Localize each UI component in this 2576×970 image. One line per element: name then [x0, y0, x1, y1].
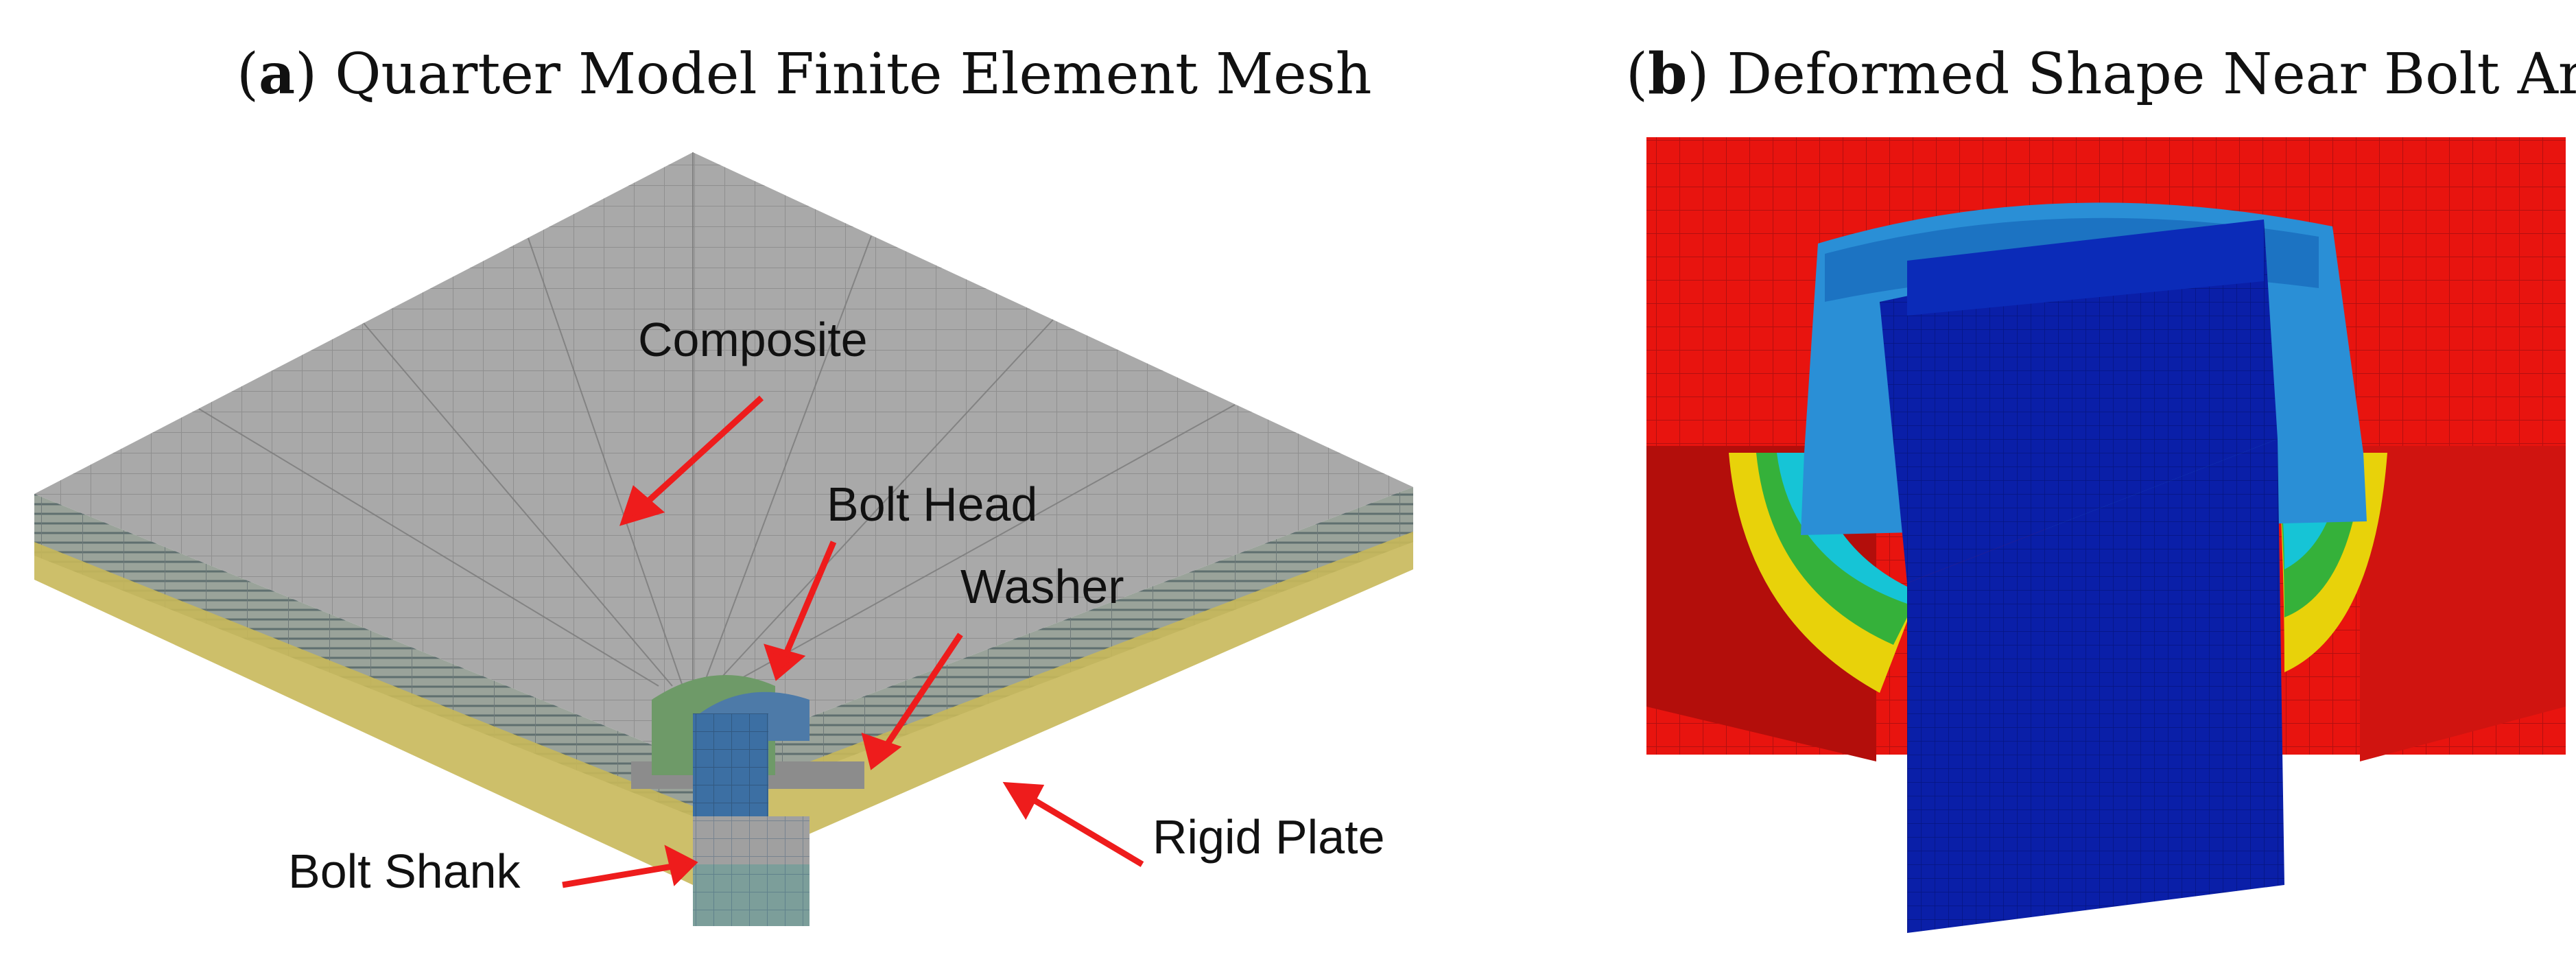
arrow-composite [642, 395, 764, 507]
arrow-rigid-plate [1027, 794, 1144, 867]
label-bolt-head: Bolt Head [827, 477, 1038, 531]
panel-b-contour-figure [1646, 137, 2566, 933]
rigid-plate-right [693, 532, 1413, 885]
contour-right-wall [2360, 446, 2566, 761]
arrow-bolt-shank [562, 863, 673, 888]
composite-left-side [34, 494, 693, 816]
arrow-bolt-head [782, 541, 837, 656]
label-bolt-shank: Bolt Shank [288, 844, 521, 898]
contour-bolt-cut-front [1907, 439, 2284, 933]
contour-bolt-cut-top [1880, 220, 2278, 583]
label-composite: Composite [638, 313, 868, 366]
panel-b-caption: (b) Deformed Shape Near Bolt Area [1626, 41, 2576, 107]
composite-right-side [693, 487, 1413, 816]
label-washer: Washer [960, 560, 1124, 613]
panel-b-title: Deformed Shape Near Bolt Area [1727, 42, 2576, 107]
panel-a-caption: (a) Quarter Model Finite Element Mesh [237, 41, 1372, 107]
panel-b-letter: b [1648, 41, 1688, 107]
rigid-plate-left [34, 542, 693, 885]
arrow-washer [882, 632, 963, 750]
panel-a-letter: a [259, 41, 296, 107]
panel-a-title: Quarter Model Finite Element Mesh [335, 42, 1372, 107]
label-rigid-plate: Rigid Plate [1153, 810, 1385, 864]
panel-a-arrows [562, 395, 1144, 888]
